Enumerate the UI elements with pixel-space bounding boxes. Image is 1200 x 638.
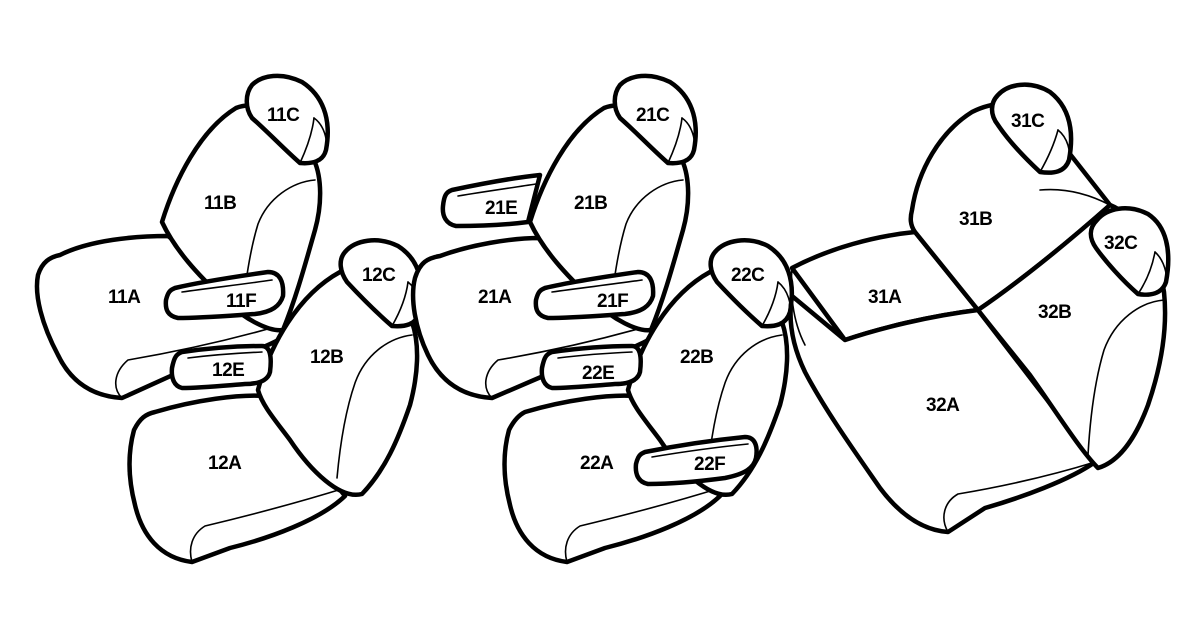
label-11C: 11C bbox=[267, 105, 300, 126]
label-11B: 11B bbox=[204, 193, 236, 214]
part-11F-armrest[interactable] bbox=[163, 269, 286, 321]
label-22E: 22E bbox=[582, 363, 614, 384]
label-22B: 22B bbox=[680, 347, 713, 368]
label-22A: 22A bbox=[580, 453, 614, 474]
part-11C-headrest[interactable] bbox=[244, 73, 330, 166]
label-31C: 31C bbox=[1011, 111, 1045, 132]
part-12B-backrest[interactable] bbox=[255, 267, 420, 498]
label-12A: 12A bbox=[208, 453, 242, 474]
label-22C: 22C bbox=[731, 265, 765, 286]
part-32A-cushion[interactable] bbox=[788, 293, 1098, 535]
label-12B: 12B bbox=[310, 347, 343, 368]
label-22F: 22F bbox=[694, 454, 725, 475]
label-32A: 32A bbox=[926, 395, 960, 416]
label-31B: 31B bbox=[959, 209, 992, 230]
label-21C: 21C bbox=[636, 105, 670, 126]
label-12E: 12E bbox=[212, 360, 244, 381]
label-11A: 11A bbox=[108, 287, 141, 308]
label-12C: 12C bbox=[362, 265, 396, 286]
label-21E: 21E bbox=[485, 198, 517, 219]
part-22F-armrest[interactable] bbox=[633, 434, 759, 487]
label-11F: 11F bbox=[226, 291, 256, 312]
seat-31-32-bench: 31A 31B 31C 32A 32B 32C bbox=[788, 82, 1171, 535]
label-21F: 21F bbox=[597, 291, 628, 312]
label-31A: 31A bbox=[868, 287, 902, 308]
label-21B: 21B bbox=[574, 193, 607, 214]
seat-22: 22A 22B 22C 22E 22F bbox=[502, 238, 795, 565]
part-21F-armrest[interactable] bbox=[533, 269, 656, 321]
part-21C-headrest[interactable] bbox=[612, 73, 698, 166]
label-21A: 21A bbox=[478, 287, 512, 308]
label-32C: 32C bbox=[1104, 233, 1138, 254]
label-32B: 32B bbox=[1038, 302, 1071, 323]
seat-12: 12A 12B 12C 12E bbox=[127, 238, 425, 565]
